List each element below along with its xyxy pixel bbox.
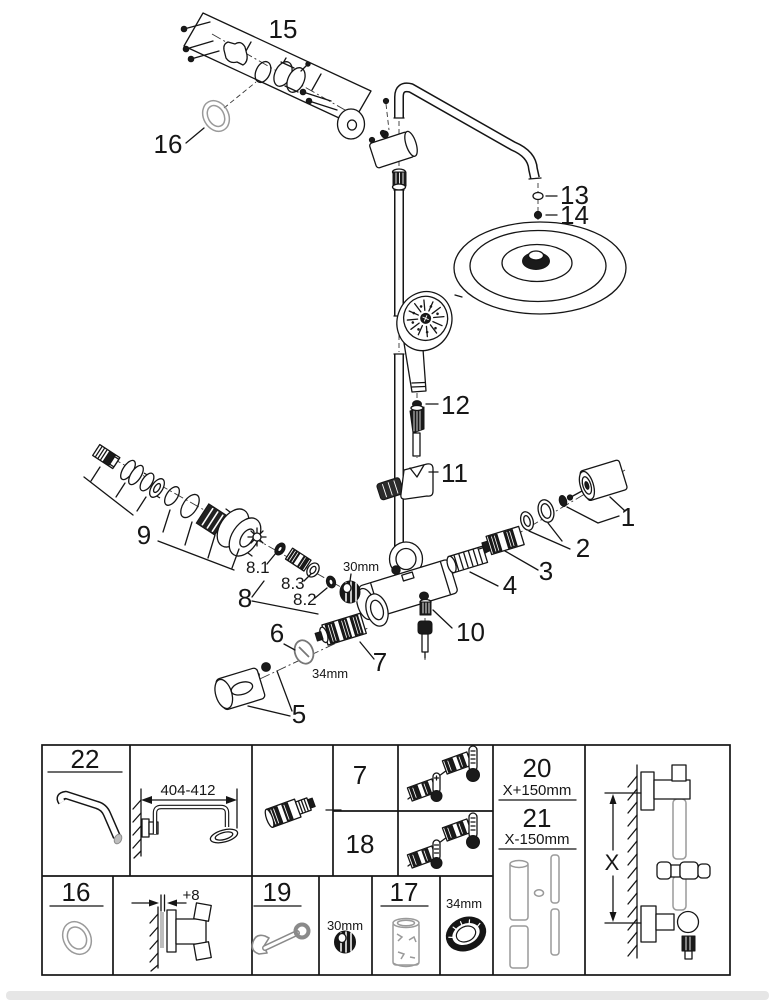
escutcheon-cup xyxy=(273,61,311,93)
callout-5: 5 xyxy=(292,699,306,729)
handle-parts-1: 1 xyxy=(558,459,635,532)
callout-8: 8 xyxy=(238,583,252,613)
callout-6: 6 xyxy=(270,618,284,648)
bracket-9 xyxy=(83,466,240,571)
mounting-screws xyxy=(180,21,220,63)
cell-coupling xyxy=(264,797,342,828)
cell-ring-34mm: 34mm xyxy=(445,896,487,952)
table-no-21: 21 xyxy=(523,803,552,833)
callout-12: 12 xyxy=(441,390,470,420)
extension-tube-4 xyxy=(446,545,489,574)
callout-15: 15 xyxy=(269,14,298,44)
callout-8-3: 8.3 xyxy=(281,574,305,593)
hand-shower xyxy=(396,290,453,393)
callout-1: 1 xyxy=(621,502,635,532)
cell-seal-16: 16 xyxy=(49,877,104,956)
table-no-18: 18 xyxy=(346,829,375,859)
cartridge-7 xyxy=(314,612,367,646)
cell-tool-19: 19 xyxy=(251,877,311,955)
union-kit-9: 9 xyxy=(83,443,262,571)
star-washer xyxy=(247,527,267,547)
table-no-22: 22 xyxy=(71,744,100,774)
bottom-scroll-strip xyxy=(6,991,769,1000)
cell-cartridge-18: 18 xyxy=(346,812,480,869)
cell-pipes-20-21: 20 X+150mm 21 X-150mm xyxy=(498,753,577,969)
stop-rings-2: 2 xyxy=(519,499,590,563)
callout-2: 2 xyxy=(576,533,590,563)
table-dim-404: 404-412 xyxy=(160,782,215,799)
nut-30mm xyxy=(339,580,361,604)
top-wall-clamp xyxy=(336,97,418,191)
table-no-19: 19 xyxy=(263,877,292,907)
wall-union-kit-15: 15 xyxy=(180,12,372,125)
table-dim-20: X+150mm xyxy=(503,782,572,799)
clamp-connector xyxy=(391,168,407,191)
callout-3: 3 xyxy=(539,556,553,586)
callout-4: 4 xyxy=(503,570,517,600)
sleeve-icon xyxy=(392,917,420,968)
shower-arm xyxy=(393,82,542,180)
escutcheon xyxy=(216,508,262,557)
table-dim-plus8: +8 xyxy=(182,887,199,904)
slider-icon xyxy=(656,861,711,880)
shower-rail xyxy=(393,189,405,557)
spare-parts-table: 22 404-412 xyxy=(41,744,731,976)
label-34mm: 34mm xyxy=(312,666,348,681)
callout-7: 7 xyxy=(373,647,387,677)
cell-nut-30mm: 30mm xyxy=(327,918,363,954)
table-no-17: 17 xyxy=(390,877,419,907)
wrench-icon xyxy=(251,922,311,955)
hand-shower-face xyxy=(396,290,453,352)
bottom-left-parts: 6 34mm 7 5 xyxy=(214,612,387,729)
seal-ring-16: 16 xyxy=(154,99,231,159)
table-dim-21: X-150mm xyxy=(504,831,569,848)
table-no-20: 20 xyxy=(523,753,552,783)
callout-11: 11 xyxy=(441,458,468,488)
cell-offset-8: +8 xyxy=(131,887,212,972)
outlet-parts-10: 10 xyxy=(417,598,485,659)
cell-sleeve-17: 17 xyxy=(380,877,429,968)
table-size-34mm: 34mm xyxy=(446,896,482,911)
handshower-washer-12: 12 xyxy=(409,390,470,457)
cell-cartridge-7: 7 xyxy=(353,745,480,802)
thermo-cartridge-3 xyxy=(478,525,525,556)
control-knob-5 xyxy=(214,667,266,711)
right-exploded-parts: 4 3 2 xyxy=(446,459,635,600)
table-no-16: 16 xyxy=(62,877,91,907)
nipple xyxy=(284,547,312,572)
bushing xyxy=(139,472,165,499)
table-dim-x: X xyxy=(605,850,620,875)
callout-16: 16 xyxy=(154,129,183,159)
cell-height-diagram: X xyxy=(604,764,711,960)
table-size-30mm: 30mm xyxy=(327,918,363,933)
callout-8-1: 8.1 xyxy=(246,558,270,577)
spray-dots xyxy=(411,305,439,334)
mixer-body xyxy=(355,541,458,627)
callout-13: 13 xyxy=(560,180,589,210)
slider-holder-11: 11 xyxy=(376,458,468,501)
connector-kit-8: 8.1 8.3 8 8.2 30mm xyxy=(238,527,379,615)
cell-arm-22: 22 xyxy=(47,744,123,845)
table-no-7: 7 xyxy=(353,760,367,790)
callout-9: 9 xyxy=(137,520,151,550)
head-washers: 13 14 xyxy=(532,180,589,230)
o-ring xyxy=(254,60,272,84)
fixing-screws xyxy=(299,88,338,111)
cell-arm-dimension: 404-412 xyxy=(132,782,239,859)
wall-bracket xyxy=(223,41,248,66)
callout-10: 10 xyxy=(456,617,485,647)
callout-8-2: 8.2 xyxy=(293,590,317,609)
rain-shower-head xyxy=(453,221,627,315)
label-30mm: 30mm xyxy=(343,559,379,574)
